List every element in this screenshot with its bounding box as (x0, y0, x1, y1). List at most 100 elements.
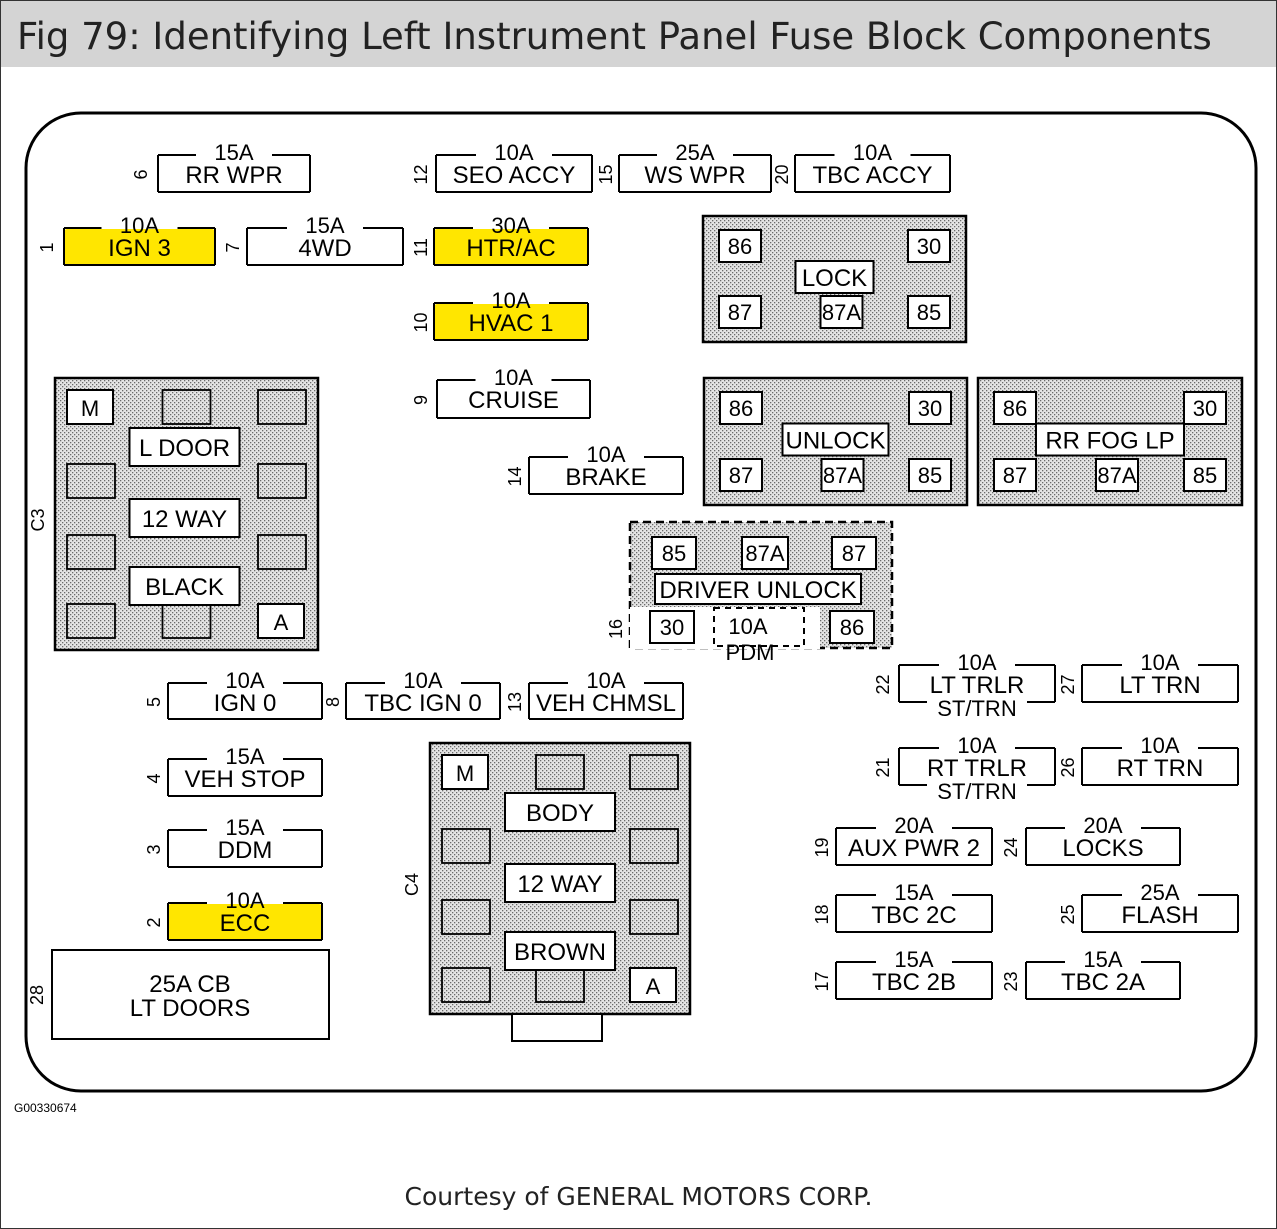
fuse-amperage: 10A (494, 365, 533, 390)
fuse-highlight (434, 229, 588, 266)
relay-name: UNLOCK (785, 428, 885, 455)
connector-cavity (66, 463, 116, 499)
fuse-number: 24 (1001, 837, 1021, 857)
fuse-number: 10 (411, 312, 431, 332)
relay-pin-label: 87 (728, 300, 752, 325)
relay-pin (1183, 458, 1227, 492)
fuse-amperage: 20A (1083, 813, 1122, 838)
fuse-number: 11 (411, 238, 431, 257)
connector-label: BROWN (514, 939, 606, 966)
fuse-label: TBC 2C (871, 902, 956, 929)
fuse-amperage: 15A (225, 744, 264, 769)
title-bar: Fig 79: Identifying Left Instrument Pane… (1, 1, 1276, 67)
relay-pin (741, 536, 789, 570)
pdm-label: PDM (726, 640, 775, 665)
fuse-label: LT TRN (1119, 672, 1200, 699)
credit-line: Courtesy of GENERAL MOTORS CORP. (404, 1182, 873, 1211)
breaker-body (51, 949, 330, 1040)
connector-label: L DOOR (139, 435, 230, 462)
fuse-number: 13 (505, 692, 525, 712)
connector-number: C3 (28, 508, 48, 531)
fuse-amperage: 10A (494, 140, 533, 165)
fuse-amperage: 15A (225, 815, 264, 840)
fuse-amperage: 20A (894, 813, 933, 838)
pin-a (629, 967, 677, 1003)
relay-name: DRIVER UNLOCK (659, 577, 856, 604)
relay-pin-label: 30 (917, 234, 941, 259)
relay-pin-label: 87 (1003, 463, 1027, 488)
connector-label: BLACK (145, 574, 224, 601)
fuse-number: 26 (1058, 757, 1078, 777)
pin-a (257, 603, 305, 639)
relay-label-box (794, 260, 875, 294)
fuse-label: DDM (218, 837, 273, 864)
connector-label-box (128, 566, 241, 606)
connector-cavity (161, 603, 212, 639)
fuse-highlight (434, 304, 588, 341)
relay-pin-label: 86 (1003, 396, 1027, 421)
connector-label: BODY (526, 800, 594, 827)
fuse-label: LOCKS (1062, 835, 1143, 862)
connector-cavity (535, 754, 585, 790)
relay-pin (719, 391, 763, 425)
fuse-label: VEH STOP (185, 766, 306, 793)
fuse-label: TBC IGN 0 (364, 690, 481, 717)
connector-cavity (257, 534, 307, 570)
fuse-label: TBC 2A (1061, 969, 1145, 996)
fuse-amperage: 10A (957, 650, 996, 675)
fuse-label: IGN 0 (214, 690, 277, 717)
fuse-amperage: 10A (403, 668, 442, 693)
fuse-number: 2 (144, 917, 164, 927)
relay-label-box (654, 573, 862, 605)
fuse-amperage: 10A (1140, 650, 1179, 675)
relay-pin (908, 391, 952, 425)
relay-pin-label: 87A (822, 300, 861, 325)
fuse-number: 17 (812, 971, 832, 991)
fuse-label: HTR/AC (466, 235, 555, 262)
fuse-amperage: 15A (214, 140, 253, 165)
fuse-number: 12 (411, 164, 431, 184)
relay-pin-label: 85 (917, 300, 941, 325)
fuse-label: IGN 3 (108, 235, 171, 262)
connector-label-box (504, 792, 616, 832)
fuse-number: 27 (1058, 674, 1078, 694)
connector-label-box (504, 931, 616, 971)
relay-pin-label: 87A (823, 463, 862, 488)
fuse-highlight (168, 904, 322, 941)
fuse-number: 8 (323, 697, 343, 707)
relay-name: LOCK (802, 265, 867, 292)
relay-pin (719, 458, 763, 492)
fuse-number: 18 (812, 904, 832, 924)
fuse-highlight (64, 229, 215, 266)
relay-pin-label: 86 (728, 234, 752, 259)
fuse-label: TBC ACCY (812, 162, 932, 189)
connector-cavity (629, 899, 679, 935)
fuse-number: 22 (873, 674, 893, 694)
fuse-label: TBC 2B (872, 969, 956, 996)
connector-key (511, 1013, 603, 1042)
connector-label-box (128, 427, 241, 467)
fuse-label: BRAKE (565, 464, 646, 491)
connector-number: C4 (402, 873, 422, 896)
connector-cavity (257, 389, 307, 425)
relay-pin-label: 86 (840, 615, 864, 640)
connector-cavity (629, 754, 679, 790)
relay-pin-label: 85 (1193, 463, 1217, 488)
relay-pin (820, 458, 865, 492)
fuse-number: 23 (1001, 971, 1021, 991)
relay-pin (651, 536, 697, 570)
fuse-label: HVAC 1 (469, 310, 554, 337)
fuse-label: CRUISE (468, 387, 559, 414)
relay-pin-label: 85 (662, 541, 686, 566)
fuse-amperage: 10A (225, 668, 264, 693)
fuse-number: 21 (873, 757, 893, 777)
fuse-block-outline (24, 111, 1258, 1093)
relay-label-box (1035, 422, 1185, 457)
fuse-number: 1 (37, 242, 57, 252)
relay-pin-label: 86 (729, 396, 753, 421)
relay-pin (908, 458, 952, 492)
pin-m-label: M (81, 396, 99, 421)
fuse-number: 6 (131, 169, 151, 179)
connector-label-box (128, 498, 241, 538)
